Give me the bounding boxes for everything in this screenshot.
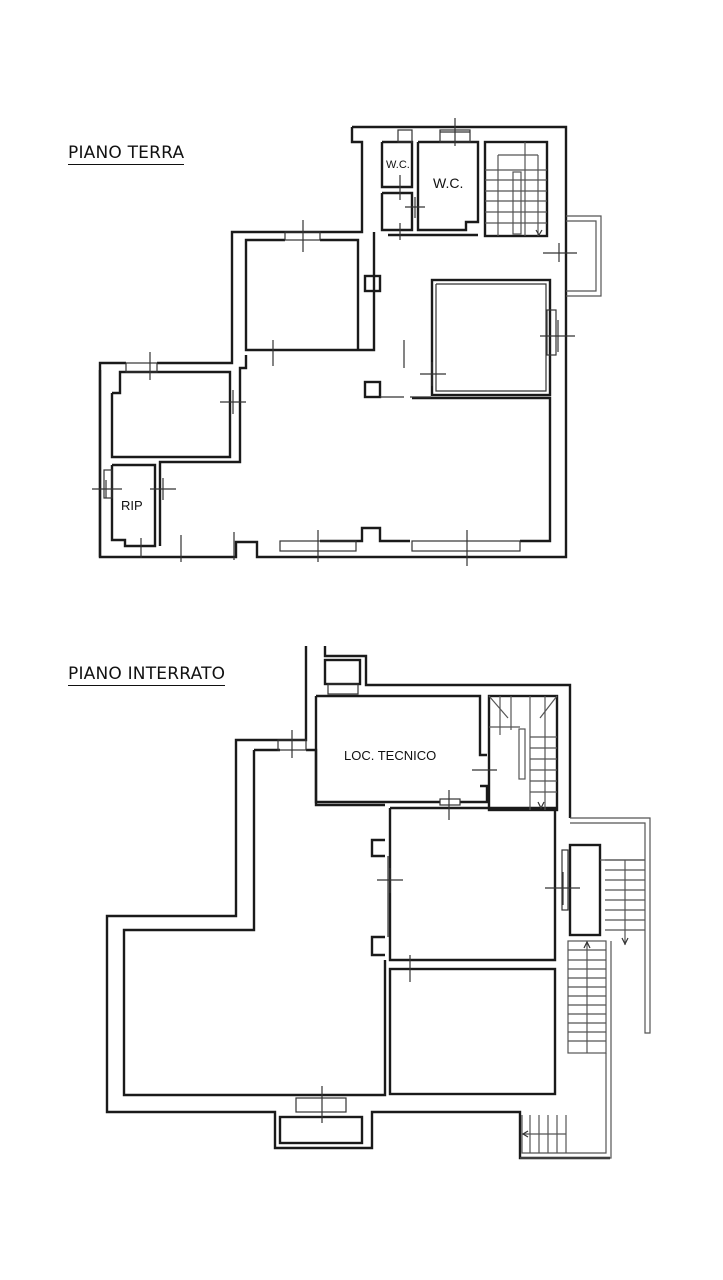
basement-plan: LOC. TECNICO: [105, 646, 651, 1160]
room-label-wc-small: W.C.: [386, 159, 410, 171]
room-label-loc-tecnico: LOC. TECNICO: [344, 748, 436, 763]
ground-floor-plan: W.C. W.C. RIP: [92, 118, 602, 566]
room-label-rip: RIP: [121, 498, 143, 513]
floor-title-piano-terra: PIANO TERRA: [68, 143, 185, 165]
room-label-wc: W.C.: [433, 175, 463, 191]
floor-title-piano-interrato: PIANO INTERRATO: [68, 664, 226, 686]
